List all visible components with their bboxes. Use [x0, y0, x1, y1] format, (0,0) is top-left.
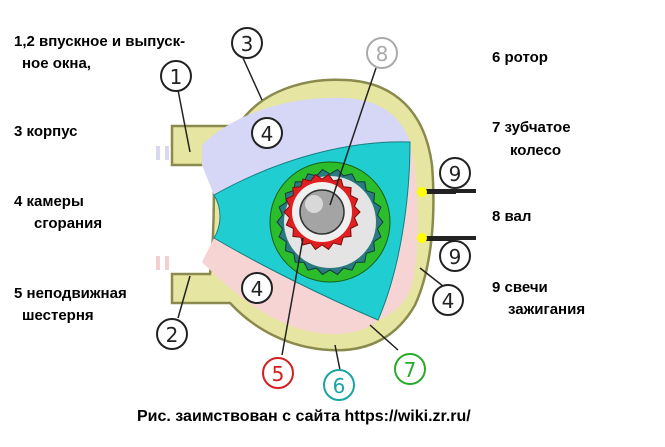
spark-plug-upper [417, 187, 476, 197]
legend-spark-plugs-line2: зажигания [508, 301, 586, 318]
callout-5: 5 [262, 357, 294, 389]
legend-stationary-gear-line1: 5 неподвижная [14, 285, 127, 302]
callout-4-right: 4 [432, 284, 464, 316]
callout-3: 3 [231, 27, 263, 59]
callout-9-lower: 9 [439, 240, 471, 272]
legend-housing: 3 корпус [14, 123, 78, 140]
callout-2: 2 [156, 318, 188, 350]
callout-9-upper: 9 [439, 157, 471, 189]
callout-8: 8 [366, 37, 398, 69]
side-mark [165, 146, 169, 160]
legend-shaft: 8 вал [492, 208, 532, 225]
legend-ports-line2: ное окна, [22, 55, 91, 72]
legend-chambers-line2: сгорания [34, 215, 103, 232]
side-mark [156, 256, 160, 270]
legend-ring-gear-line1: 7 зубчатое [492, 119, 571, 136]
callout-4-right-label: 4 [442, 289, 455, 313]
callout-4-upper-label: 4 [261, 122, 274, 146]
shaft [299, 189, 345, 235]
callout-7: 7 [394, 353, 426, 385]
legend-ring-gear-line2: колесо [510, 142, 562, 159]
leader-lines [177, 57, 449, 371]
callout-9-upper-label: 9 [449, 162, 462, 186]
legend-ports-line1: 1,2 впускное и выпуск- [14, 33, 186, 50]
callout-7-label: 7 [404, 358, 417, 382]
callout-4-lower-label: 4 [251, 277, 264, 301]
callout-6-label: 6 [333, 374, 346, 398]
legend-stationary-gear-line2: шестерня [22, 307, 94, 324]
spark-upper [417, 187, 427, 197]
callout-2-label: 2 [166, 323, 179, 347]
callout-6: 6 [323, 369, 355, 401]
spark-lower [417, 233, 427, 243]
legend-spark-plugs-line1: 9 свечи [492, 279, 548, 296]
callout-4-lower: 4 [241, 272, 273, 304]
side-mark [165, 256, 169, 270]
callout-9-lower-label: 9 [449, 245, 462, 269]
figure-caption: Рис. заимствован с сайта https://wiki.zr… [137, 408, 471, 425]
spark-plug-lower [417, 233, 476, 243]
callout-5-label: 5 [272, 362, 285, 386]
side-mark [156, 146, 160, 160]
callout-1-label: 1 [170, 65, 183, 89]
callout-1: 1 [160, 60, 192, 92]
shaft-highlight [305, 195, 323, 213]
legend-rotor: 6 ротор [492, 49, 548, 66]
legend-chambers-line1: 4 камеры [14, 193, 84, 210]
callout-3-label: 3 [241, 32, 254, 56]
callout-4-upper: 4 [251, 117, 283, 149]
combustion-chamber-lower [202, 238, 378, 334]
callout-8-label: 8 [376, 42, 389, 66]
